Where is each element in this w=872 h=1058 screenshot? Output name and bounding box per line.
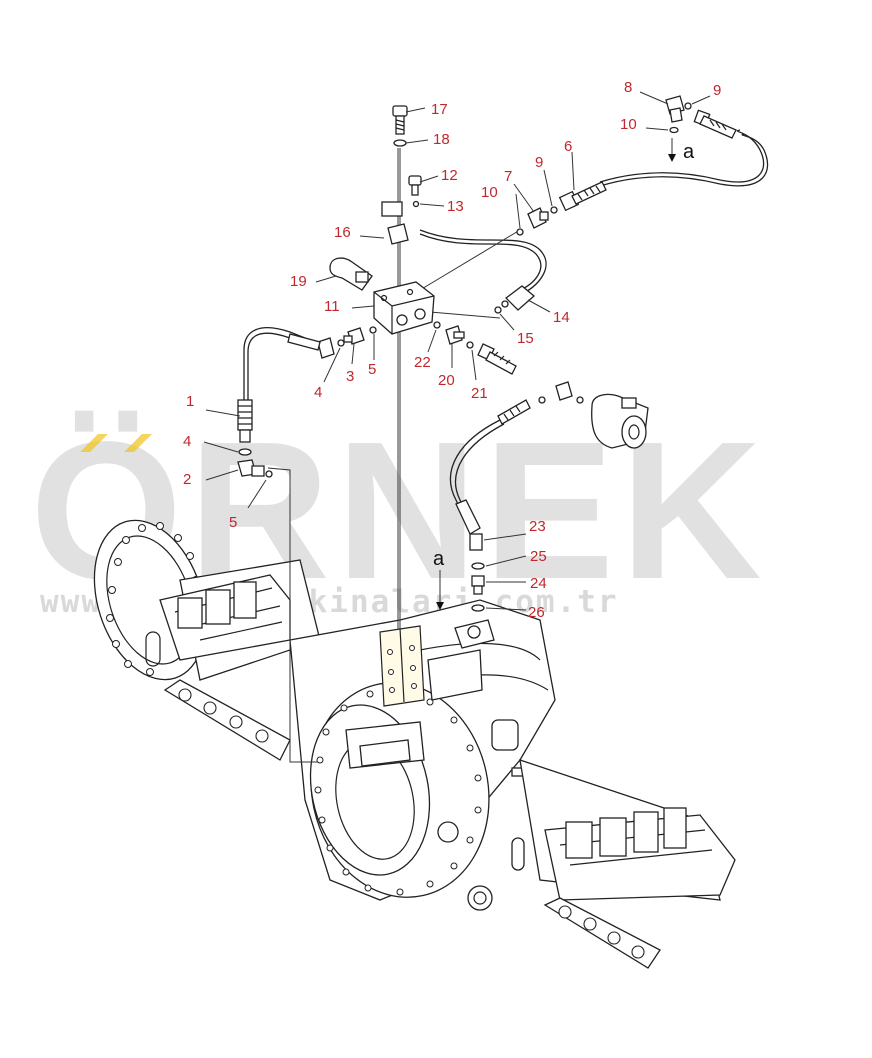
ring-5-lower (265, 470, 273, 478)
ring-4-lower (238, 448, 252, 456)
callout-15: 15 (517, 330, 534, 347)
hose-end-6 (558, 181, 607, 212)
fitting-3 (343, 327, 365, 345)
hose-6 (599, 129, 765, 183)
axle-housing (93, 519, 736, 969)
sender-14 (501, 285, 536, 311)
callout-20: 20 (438, 372, 455, 389)
hose-end-23 (455, 499, 483, 551)
ring-25 (471, 562, 485, 570)
callout-1: 1 (186, 393, 194, 410)
view-label-upper: a (683, 141, 695, 163)
washer-18 (393, 139, 407, 147)
hose-end-1-upper (287, 333, 335, 359)
fitting-7 (527, 207, 549, 229)
ring-4-upper (337, 339, 345, 347)
fitting-20 (445, 325, 465, 345)
hose-23 (449, 419, 501, 531)
callout-5-upper: 5 (368, 361, 376, 378)
callout-9-upper: 9 (713, 82, 721, 99)
callout-10-upper: 10 (620, 116, 637, 133)
callout-24: 24 (530, 575, 547, 592)
callout-22: 22 (414, 354, 431, 371)
callout-21: 21 (471, 385, 488, 402)
clamp-16 (381, 201, 409, 245)
ring-9-upper (684, 102, 692, 110)
ring-10-lower (516, 228, 524, 236)
washer-13 (412, 200, 420, 208)
watermark-accent-left (80, 434, 108, 452)
elbow-solenoid (538, 381, 584, 404)
callout-11: 11 (324, 298, 340, 315)
components (237, 95, 737, 612)
ring-22 (433, 321, 441, 329)
callout-19: 19 (290, 273, 307, 290)
hose-end-6-upper (693, 109, 737, 139)
callout-23: 23 (529, 518, 546, 535)
view-arrowhead-lower (436, 602, 444, 610)
ring-26 (471, 604, 485, 612)
leader-lines (203, 91, 711, 611)
hose-end-21 (477, 343, 517, 375)
hose-end-23-upper (497, 399, 531, 425)
solenoid-valve (591, 393, 649, 449)
callout-16: 16 (334, 224, 351, 241)
callout-5-lower: 5 (229, 514, 237, 531)
ring-10-upper (669, 126, 679, 134)
ring-9-lower (550, 206, 558, 214)
hose-end-1 (237, 399, 253, 443)
callout-6: 6 (564, 138, 572, 155)
callout-13: 13 (447, 198, 464, 215)
callout-17: 17 (431, 101, 448, 118)
callout-8: 8 (624, 79, 632, 96)
hose-1 (243, 327, 321, 408)
ring-21 (466, 341, 474, 349)
callout-18: 18 (433, 131, 450, 148)
sensor-19 (329, 257, 373, 291)
callout-3: 3 (346, 368, 354, 385)
bolt-17 (392, 105, 408, 135)
callout-labels: 17 18 12 13 16 19 11 14 15 22 20 21 4 3 … (183, 79, 721, 621)
elbow-2 (237, 459, 265, 477)
ring-5-upper (369, 326, 377, 334)
view-label-lower: a (433, 548, 445, 570)
bolt-12 (408, 175, 422, 196)
callout-4-upper: 4 (314, 384, 322, 401)
callout-26: 26 (528, 604, 545, 621)
callout-25: 25 (530, 548, 547, 565)
callout-7: 7 (504, 168, 512, 185)
hose-14 (419, 229, 547, 297)
elbow-8 (665, 95, 685, 123)
callout-4-lower: 4 (183, 433, 191, 450)
callout-2: 2 (183, 471, 191, 488)
valve-block-11 (373, 281, 435, 335)
watermark-accent-right (124, 434, 152, 452)
callout-14: 14 (553, 309, 570, 326)
view-arrowhead-upper (668, 154, 676, 162)
fitting-24 (471, 575, 485, 595)
callout-12: 12 (441, 167, 458, 184)
callout-9-lower: 9 (535, 154, 543, 171)
callout-10-lower: 10 (481, 184, 498, 201)
ring-15 (494, 306, 502, 314)
